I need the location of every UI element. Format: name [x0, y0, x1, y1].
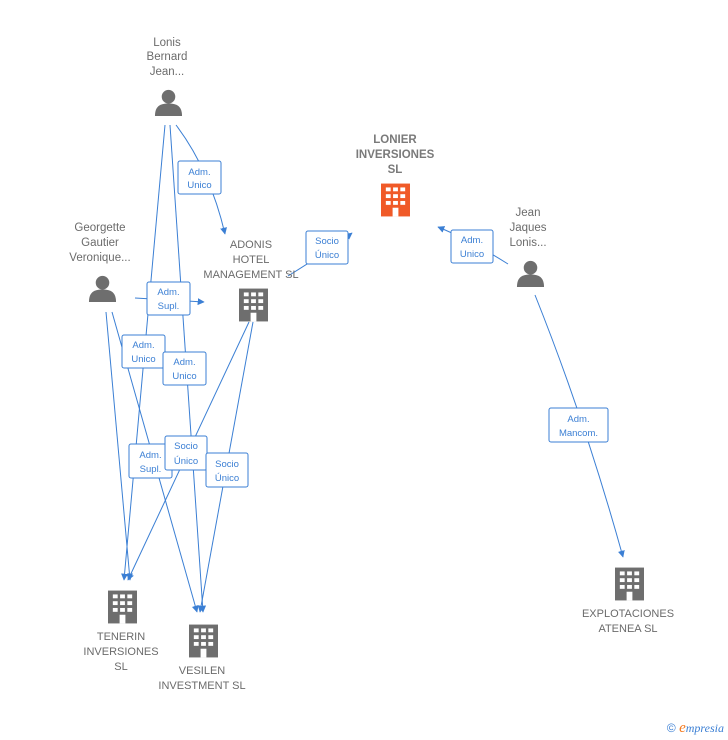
svg-text:SL: SL [114, 661, 127, 673]
edge-badge: Adm. Unico [121, 334, 166, 369]
brand-logo-text: mpresia [685, 721, 724, 735]
edge-georgette-tenerin [105, 311, 133, 581]
building-icon [239, 288, 268, 322]
svg-text:EXPLOTACIONES: EXPLOTACIONES [582, 608, 674, 620]
svg-text:Gautier: Gautier [81, 237, 119, 249]
svg-text:TENERIN: TENERIN [97, 631, 145, 643]
node-vesilen-investment[interactable]: VESILEN INVESTMENT SL [158, 624, 246, 692]
svg-text:Adm.: Adm. [157, 287, 179, 298]
svg-text:LONIER: LONIER [373, 134, 417, 146]
node-lonier-inversiones[interactable]: LONIER INVERSIONES SL [356, 134, 435, 217]
svg-text:Georgette: Georgette [74, 222, 125, 234]
svg-text:Lonis...: Lonis... [509, 237, 546, 249]
svg-text:Unico: Unico [187, 180, 211, 191]
svg-text:Único: Único [315, 250, 339, 261]
svg-text:Jaques: Jaques [509, 222, 546, 234]
building-icon [615, 567, 644, 601]
person-icon [88, 275, 117, 303]
edge-badge: Adm. Supl. [146, 281, 191, 316]
svg-text:Socio: Socio [174, 441, 198, 452]
svg-text:Adm.: Adm. [461, 235, 483, 246]
svg-text:Unico: Unico [131, 354, 155, 365]
svg-text:Supl.: Supl. [158, 301, 180, 312]
svg-text:Adm.: Adm. [188, 167, 210, 178]
svg-text:SL: SL [388, 164, 403, 176]
svg-text:Unico: Unico [460, 249, 484, 260]
edge-badge: Adm. Unico [162, 351, 207, 386]
svg-text:HOTEL: HOTEL [233, 254, 270, 266]
svg-text:ATENEA SL: ATENEA SL [598, 623, 657, 635]
svg-text:Único: Único [174, 456, 198, 467]
svg-text:Bernard: Bernard [147, 51, 188, 63]
building-icon [381, 183, 410, 217]
svg-text:Socio: Socio [315, 236, 339, 247]
svg-text:MANAGEMENT SL: MANAGEMENT SL [203, 269, 298, 281]
edge-badge: Adm. Mancom. [548, 407, 609, 443]
svg-text:Único: Único [215, 473, 239, 484]
building-icon [189, 624, 218, 658]
node-tenerin-inversiones[interactable]: TENERIN INVERSIONES SL [83, 590, 159, 673]
svg-text:Socio: Socio [215, 459, 239, 470]
svg-text:Supl.: Supl. [140, 464, 162, 475]
brand-logo-initial: e [679, 720, 686, 736]
footer-brand: © empresia [667, 720, 724, 737]
svg-text:Unico: Unico [172, 371, 196, 382]
copyright-symbol: © [666, 721, 676, 735]
node-lonis-bernard[interactable]: Lonis Bernard Jean... [147, 37, 188, 117]
svg-text:Adm.: Adm. [132, 340, 154, 351]
edge-badge: Socio Único [164, 435, 208, 471]
svg-text:Jean: Jean [516, 207, 541, 219]
node-explotaciones-atenea[interactable]: EXPLOTACIONES ATENEA SL [582, 567, 674, 635]
svg-text:Veronique...: Veronique... [69, 252, 130, 264]
svg-text:ADONIS: ADONIS [230, 239, 272, 251]
svg-text:INVERSIONES: INVERSIONES [356, 149, 435, 161]
edge-badge: Socio Único [305, 230, 349, 265]
edge-badge: Adm. Unico [177, 160, 222, 195]
svg-text:Mancom.: Mancom. [559, 428, 598, 439]
person-icon [154, 89, 183, 117]
svg-text:Adm.: Adm. [173, 357, 195, 368]
node-adonis-hotel[interactable]: ADONIS HOTEL MANAGEMENT SL [203, 239, 299, 322]
svg-text:VESILEN: VESILEN [179, 665, 226, 677]
svg-text:Jean...: Jean... [150, 66, 185, 78]
person-icon [516, 260, 545, 288]
svg-text:Lonis: Lonis [153, 37, 181, 49]
node-jean-jaques[interactable]: Jean Jaques Lonis... [509, 207, 547, 288]
svg-text:Adm.: Adm. [139, 450, 161, 461]
edge-badge: Socio Único [205, 452, 249, 488]
node-georgette-gautier[interactable]: Georgette Gautier Veronique... [69, 222, 131, 303]
svg-text:Adm.: Adm. [567, 414, 589, 425]
edge-badge: Adm. Unico [450, 229, 494, 264]
svg-text:INVESTMENT SL: INVESTMENT SL [158, 680, 245, 692]
building-icon [108, 590, 137, 624]
svg-text:INVERSIONES: INVERSIONES [83, 646, 158, 658]
